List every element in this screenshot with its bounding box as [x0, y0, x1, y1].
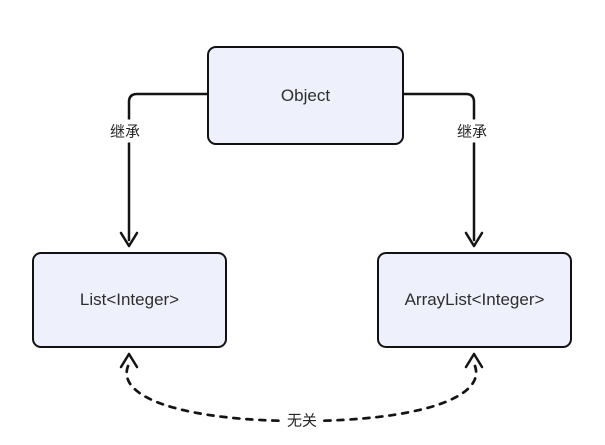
arrowhead-down-left-icon	[119, 231, 139, 248]
arrowhead-down-right-icon	[464, 231, 484, 248]
edge-label-unrelated: 无关	[281, 408, 323, 432]
node-object: Object	[207, 46, 404, 145]
edge-object-to-list	[127, 92, 209, 242]
edge-object-to-arraylist	[402, 92, 476, 242]
node-list-integer-label: List<Integer>	[79, 290, 180, 309]
arrowhead-up-right-icon	[464, 352, 484, 369]
edge-label-inherit-right: 继承	[451, 119, 493, 143]
node-list-integer: List<Integer>	[32, 252, 227, 348]
edge-label-inherit-left: 继承	[104, 119, 146, 143]
node-object-label: Object	[280, 85, 331, 105]
arrowhead-up-left-icon	[119, 352, 139, 369]
node-arraylist-integer: ArrayList<Integer>	[377, 252, 572, 348]
node-arraylist-integer-label: ArrayList<Integer>	[404, 290, 545, 309]
